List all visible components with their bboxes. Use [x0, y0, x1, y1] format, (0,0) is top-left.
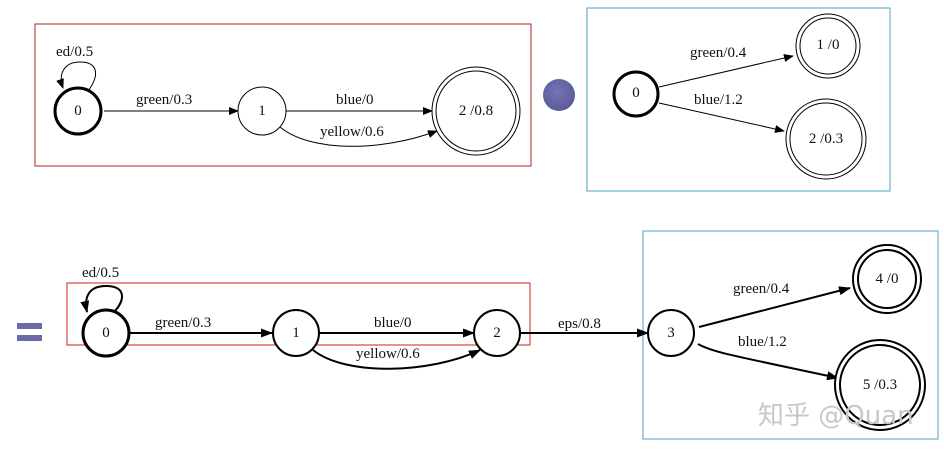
state-r-0 — [81, 308, 131, 358]
state-r-3 — [647, 309, 695, 357]
edge-b-0-1 — [658, 54, 794, 88]
edge-label-r-3-4: green/0.4 — [733, 281, 790, 297]
state-b-2 — [789, 102, 863, 176]
state-label-b-1: 1 /0 — [817, 37, 840, 53]
edge-label-a-0-0: ed/0.5 — [56, 44, 93, 60]
state-b-0 — [612, 70, 660, 118]
edge-label-a-0-1: green/0.3 — [136, 92, 192, 108]
edge-label-r-0-1: green/0.3 — [155, 315, 211, 331]
state-label-b-0: 0 — [632, 85, 640, 101]
edge-label-r-0-0: ed/0.5 — [82, 265, 119, 281]
result-fst: ed/0.5 green/0.3 blue/0 yellow/0.6 eps/0… — [66, 230, 939, 440]
state-r-5 — [839, 344, 921, 426]
edge-label-b-0-1: green/0.4 — [690, 45, 747, 61]
state-label-r-0: 0 — [102, 325, 110, 341]
state-label-a-0: 0 — [74, 103, 82, 119]
edge-label-r-3-5: blue/1.2 — [738, 334, 787, 350]
fst-b: green/0.4 blue/1.2 0 1 /0 2 /0.3 — [586, 7, 891, 192]
state-label-r-5: 5 /0.3 — [863, 377, 897, 393]
compose-operator-icon — [543, 79, 575, 111]
edge-label-b-0-2: blue/1.2 — [694, 92, 743, 108]
fst-a-frame — [34, 23, 532, 167]
edge-r-3-5 — [697, 343, 839, 381]
state-a-0 — [53, 86, 103, 136]
edge-r-1-2-yellow — [312, 349, 481, 370]
edge-r-0-0 — [80, 284, 123, 314]
state-label-b-2: 2 /0.3 — [809, 131, 843, 147]
state-b-1 — [799, 17, 857, 75]
watermark: 知乎 @Quan — [758, 401, 914, 431]
equals-operator-icon — [17, 323, 42, 341]
state-r-4 — [857, 249, 917, 309]
state-label-a-2: 2 /0.8 — [459, 103, 493, 119]
state-label-r-1: 1 — [292, 325, 300, 341]
state-label-r-4: 4 /0 — [876, 271, 899, 287]
state-label-a-1: 1 — [258, 103, 266, 119]
edge-b-0-2 — [658, 102, 785, 133]
state-r-1 — [272, 309, 320, 357]
fst-a: ed/0.5 green/0.3 blue/0 yellow/0.6 0 1 2… — [34, 23, 532, 167]
edge-a-0-0 — [56, 61, 96, 92]
edge-label-a-1-2-blue: blue/0 — [336, 92, 374, 108]
edge-label-r-1-2-yellow: yellow/0.6 — [356, 346, 420, 362]
edge-r-3-4 — [698, 286, 851, 328]
edge-label-r-2-3: eps/0.8 — [558, 316, 601, 332]
fst-b-frame — [586, 7, 891, 192]
state-r-2 — [473, 309, 521, 357]
state-a-1 — [237, 86, 287, 136]
edge-a-1-2-yellow — [279, 126, 438, 147]
state-label-r-2: 2 — [493, 325, 501, 341]
edge-label-r-1-2-blue: blue/0 — [374, 315, 412, 331]
state-a-2 — [435, 70, 517, 152]
edge-label-a-1-2-yellow: yellow/0.6 — [320, 124, 384, 140]
state-label-r-3: 3 — [667, 325, 675, 341]
